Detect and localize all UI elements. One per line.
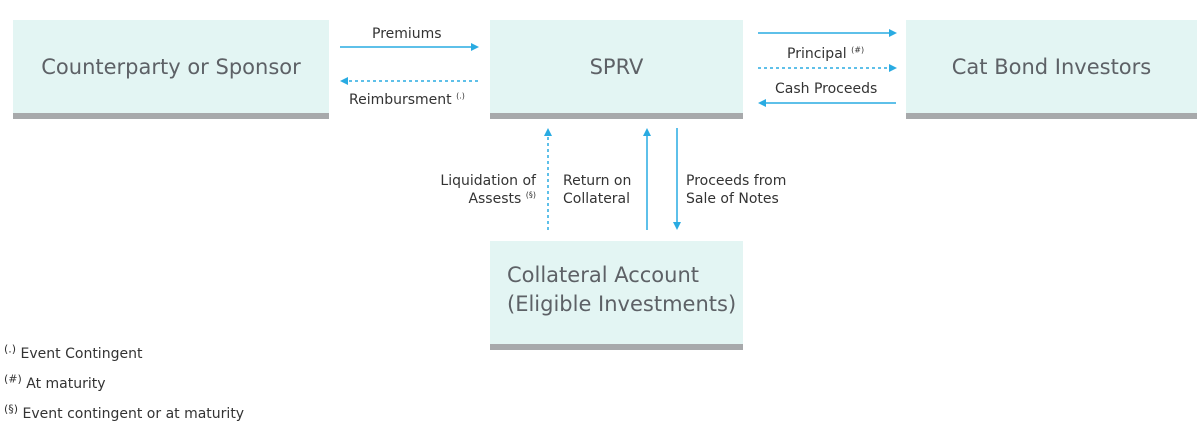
principal-arrow	[758, 64, 897, 72]
liquidation-arrow	[544, 128, 552, 230]
sprv-box: SPRV	[490, 20, 743, 119]
footnote-event-or-maturity: (§) Event contingent or at maturity	[4, 403, 245, 422]
premiums-label: Premiums	[372, 25, 442, 43]
cash-proceeds-label: Cash Proceeds	[775, 80, 877, 98]
footnote-text: Event contingent or at maturity	[22, 406, 245, 422]
counterparty-label: Counterparty or Sponsor	[41, 54, 301, 79]
footnote-at-maturity: (#) At maturity	[4, 373, 106, 392]
return-label: Return on Collateral	[563, 172, 631, 208]
reimbursment-mark: (.)	[456, 91, 465, 101]
cash-proceeds-arrow	[758, 99, 896, 107]
proceeds-line2: Sale of Notes	[686, 191, 779, 207]
reimbursment-text: Reimbursment	[349, 92, 452, 108]
sprv-label: SPRV	[589, 54, 644, 79]
principal-label: Principal (#)	[787, 45, 864, 63]
premiums-text: Premiums	[372, 26, 442, 42]
liquidation-line2: Assests	[468, 191, 522, 207]
investors-box: Cat Bond Investors	[906, 20, 1197, 119]
liquidation-mark: (§)	[525, 190, 536, 200]
footnote-mark: (§)	[4, 402, 19, 416]
reimbursment-arrow	[340, 77, 478, 85]
proceeds-label: Proceeds from Sale of Notes	[686, 172, 786, 208]
proceeds-line1: Proceeds from	[686, 173, 787, 189]
footnote-text: At maturity	[26, 376, 106, 392]
counterparty-box: Counterparty or Sponsor	[13, 20, 329, 119]
liquidation-line1: Liquidation of	[440, 173, 536, 189]
cash-proceeds-text: Cash Proceeds	[775, 81, 878, 97]
proceeds-arrow	[673, 128, 681, 230]
return-line1: Return on	[563, 173, 632, 189]
footnote-text: Event Contingent	[20, 346, 143, 362]
principal-text: Principal	[787, 46, 847, 62]
premiums-arrow	[340, 43, 479, 51]
sprv-to-investors-arrow	[758, 29, 897, 37]
footnote-mark: (#)	[4, 372, 22, 386]
footnote-event-contingent: (.) Event Contingent	[4, 343, 143, 362]
footnote-mark: (.)	[4, 342, 17, 356]
return-line2: Collateral	[563, 191, 631, 207]
reimbursment-label: Reimbursment (.)	[349, 91, 465, 109]
investors-label: Cat Bond Investors	[951, 54, 1152, 79]
collateral-box: Collateral Account (Eligible Investments…	[490, 241, 743, 350]
principal-mark: (#)	[851, 45, 865, 55]
collateral-label-line1: Collateral Account	[507, 263, 700, 288]
return-arrow	[643, 128, 651, 230]
collateral-label-line2: (Eligible Investments)	[507, 291, 737, 316]
liquidation-label: Liquidation of Assests (§)	[440, 172, 536, 208]
